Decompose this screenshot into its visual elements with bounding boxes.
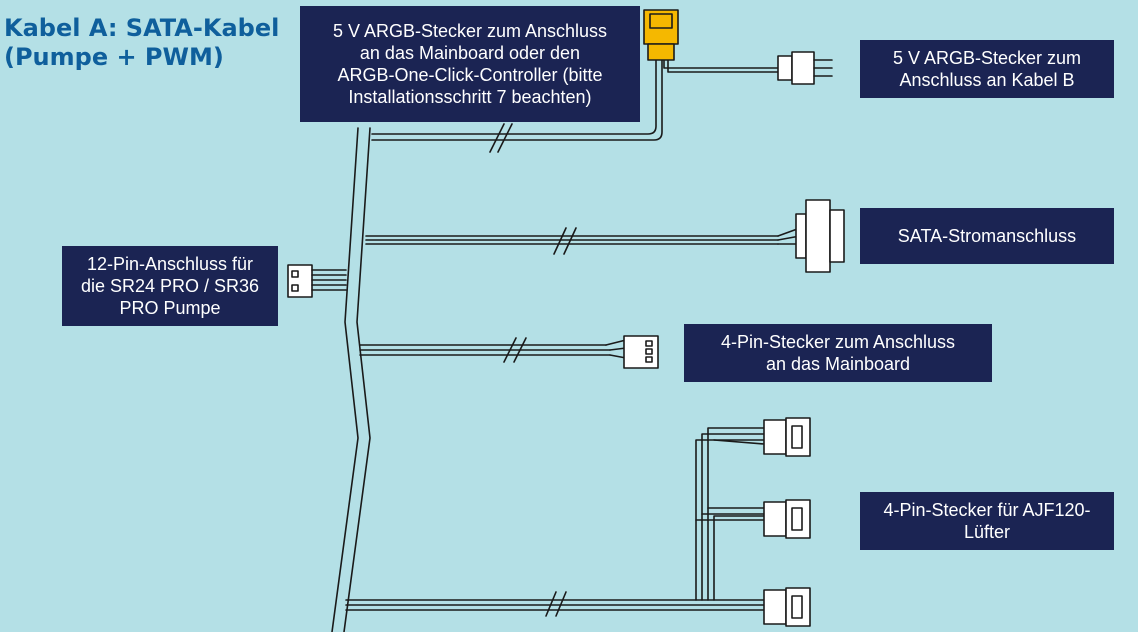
pump-plug-icon xyxy=(287,264,347,298)
label-pump-connector-line: PRO Pumpe xyxy=(119,298,221,318)
argb-cable-b-plug-icon xyxy=(777,51,833,85)
label-fan-connectors-line: 4-Pin-Stecker für AJF120- xyxy=(883,500,1091,520)
label-argb-cable-b: 5 V ARGB-Stecker zum Anschluss an Kabel … xyxy=(860,40,1114,98)
label-argb-mainboard-line: an das Mainboard oder den xyxy=(359,43,581,63)
sata-power-plug-icon xyxy=(795,199,845,273)
fan-plug-icon-top xyxy=(763,417,811,457)
argb-mainboard-branch xyxy=(371,59,791,153)
label-pwm-mainboard: 4-Pin-Stecker zum Anschluss an das Mainb… xyxy=(684,324,992,382)
label-pump-connector-line: die SR24 PRO / SR36 xyxy=(80,276,260,296)
label-pwm-mainboard-line: an das Mainboard xyxy=(765,354,911,374)
title-line-2: (Pumpe + PWM) xyxy=(4,43,224,71)
label-argb-mainboard-line: Installationsschritt 7 beachten) xyxy=(348,87,592,107)
fan-plug-icon-middle xyxy=(763,499,811,539)
label-sata-power-line: SATA-Stromanschluss xyxy=(897,226,1077,246)
diagram-title: Kabel A: SATA-Kabel (Pumpe + PWM) xyxy=(4,14,279,72)
label-pump-connector-line: 12-Pin-Anschluss für xyxy=(86,254,254,274)
label-argb-mainboard-line: ARGB-One-Click-Controller (bitte xyxy=(337,65,603,85)
label-fan-connectors: 4-Pin-Stecker für AJF120- Lüfter xyxy=(860,492,1114,550)
pwm-mainboard-plug-icon xyxy=(623,335,659,369)
fan-branch xyxy=(345,427,765,617)
label-argb-mainboard-line: 5 V ARGB-Stecker zum Anschluss xyxy=(332,21,608,41)
argb-mainboard-plug-icon xyxy=(643,9,679,61)
label-fan-connectors-line: Lüfter xyxy=(963,522,1011,542)
trunk-cable xyxy=(331,127,371,632)
label-argb-cable-b-line: Anschluss an Kabel B xyxy=(899,70,1075,90)
label-argb-mainboard: 5 V ARGB-Stecker zum Anschluss an das Ma… xyxy=(300,6,640,122)
label-pump-connector: 12-Pin-Anschluss für die SR24 PRO / SR36… xyxy=(62,246,278,326)
title-line-1: Kabel A: SATA-Kabel xyxy=(4,14,280,42)
label-argb-cable-b-line: 5 V ARGB-Stecker zum xyxy=(892,48,1082,68)
fan-plug-icon-bottom xyxy=(763,587,811,627)
label-sata-power: SATA-Stromanschluss xyxy=(860,208,1114,264)
pwm-mainboard-branch xyxy=(359,337,627,363)
label-pwm-mainboard-line: 4-Pin-Stecker zum Anschluss xyxy=(720,332,956,352)
sata-branch xyxy=(365,227,801,255)
